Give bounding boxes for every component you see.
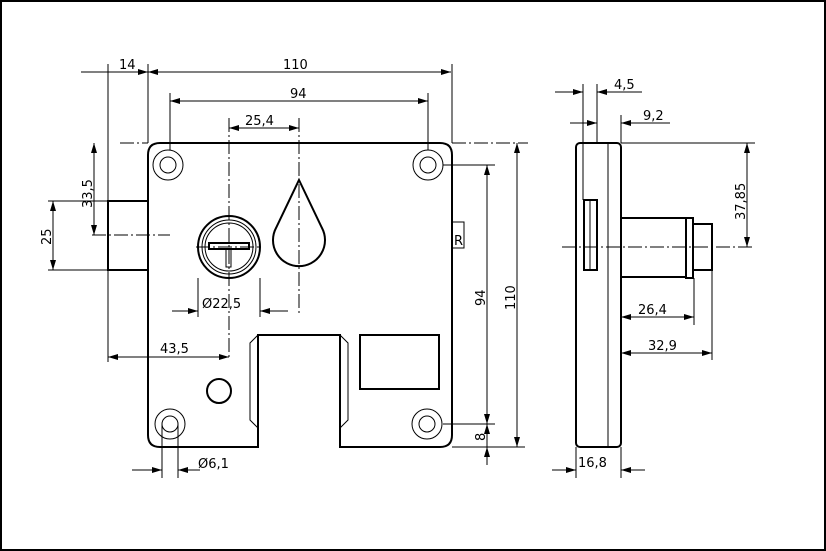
dim-height: 110 <box>504 285 519 310</box>
lock-plate <box>147 142 453 448</box>
dim-hole-edge: 8 <box>474 433 489 441</box>
center-lines <box>92 118 528 360</box>
screw-hole <box>152 149 444 440</box>
dim-thickness: 16,8 <box>578 456 607 471</box>
dim-slot-width: 4,5 <box>614 78 635 93</box>
notch-chamfer <box>249 334 349 429</box>
keyhole-drop <box>272 177 326 268</box>
dim-hole-diameter: Ø6,1 <box>198 457 229 472</box>
dim-bolt-height-offset: 33,5 <box>81 179 96 208</box>
logo-r: R <box>451 221 465 249</box>
side-plate <box>575 142 622 448</box>
dim-cylinder-from-bolt: 43,5 <box>160 342 189 357</box>
latch-window <box>359 334 440 390</box>
dim-bolt-height: 25 <box>40 228 55 245</box>
dim-hole-spacing-v: 94 <box>474 289 489 306</box>
dim-width: 110 <box>283 58 308 73</box>
side-view: 4,5 9,2 37,85 26,4 32,9 16,8 <box>552 78 755 478</box>
dim-cylinder-total: 32,9 <box>648 339 677 354</box>
dim-hole-spacing-h: 94 <box>290 87 307 102</box>
dim-bolt-projection: 14 <box>119 58 136 73</box>
cylinder-flange <box>685 217 694 279</box>
dim-cylinder-length: 26,4 <box>638 303 667 318</box>
front-view: R 14 110 94 25,4 33,5 25 Ø22,5 43,5 Ø6,1… <box>40 58 528 478</box>
svg-text:R: R <box>454 234 463 249</box>
pin-hole <box>206 378 232 404</box>
dim-cylinder-offset: 25,4 <box>245 114 274 129</box>
dim-center-height: 37,85 <box>734 183 749 220</box>
dim-cylinder-diameter: Ø22,5 <box>202 297 241 312</box>
dim-plate-offset: 9,2 <box>643 109 664 124</box>
